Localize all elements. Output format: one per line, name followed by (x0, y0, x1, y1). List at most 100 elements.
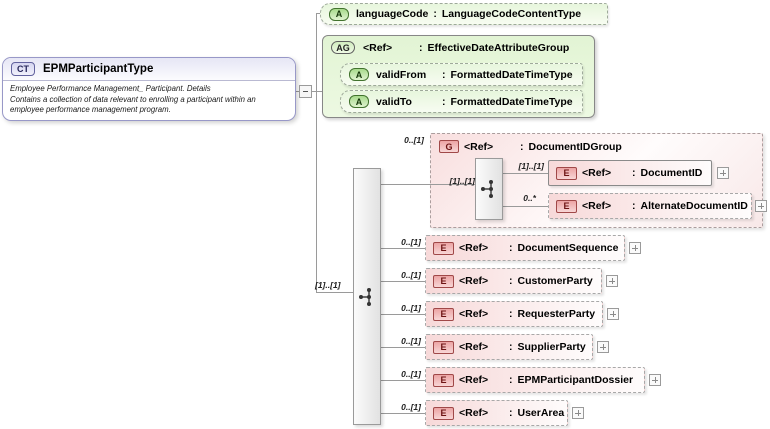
cardinality-label: 0..* (523, 193, 536, 203)
connector-line (381, 314, 425, 315)
complex-type-epmparticipanttype[interactable]: CT EPMParticipantType Employee Performan… (2, 57, 296, 121)
element-badge: E (556, 166, 577, 180)
connector-line (381, 248, 425, 249)
element-badge: E (433, 307, 454, 321)
cardinality-label: 0..[1] (401, 270, 421, 280)
separator: : (509, 275, 513, 287)
element-alternatedocumentid[interactable]: E <Ref> : AlternateDocumentID (548, 193, 752, 219)
attribute-badge: A (349, 95, 369, 108)
element-userarea[interactable]: E <Ref> : UserArea (425, 400, 568, 426)
expand-icon[interactable] (607, 308, 619, 320)
connector-line (316, 13, 321, 14)
separator: : (509, 308, 513, 320)
element-name: RequesterParty (517, 308, 596, 320)
description-line: Employee Performance Management_ Partici… (10, 84, 211, 93)
element-name: AlternateDocumentID (640, 200, 748, 212)
attribute-group-name: EffectiveDateAttributeGroup (427, 41, 570, 54)
element-name: SupplierParty (517, 341, 586, 353)
element-requesterparty[interactable]: E <Ref> : RequesterParty (425, 301, 603, 327)
sequence-compositor[interactable] (353, 168, 381, 425)
cardinality-label: 0..[1] (404, 135, 424, 145)
attribute-validfrom[interactable]: A validFrom : FormattedDateTimeType (340, 63, 583, 86)
separator: : (509, 242, 513, 254)
attribute-badge: A (329, 7, 349, 21)
element-epmparticipantdossier[interactable]: E <Ref> : EPMParticipantDossier (425, 367, 645, 393)
separator: : (632, 167, 636, 179)
separator: : (442, 95, 446, 108)
separator: : (509, 407, 513, 419)
expand-icon[interactable] (572, 407, 584, 419)
attribute-group-ref: <Ref> (363, 41, 393, 54)
expand-icon[interactable] (755, 200, 767, 212)
connector-line (503, 206, 548, 207)
connector-line (381, 380, 425, 381)
description-line: Contains a collection of data relevant t… (10, 94, 256, 104)
element-ref: <Ref> (459, 407, 489, 419)
element-ref: <Ref> (459, 308, 489, 320)
sequence-compositor[interactable] (475, 158, 503, 220)
expand-icon[interactable] (629, 242, 641, 254)
element-customerparty[interactable]: E <Ref> : CustomerParty (425, 268, 602, 294)
attribute-type: FormattedDateTimeType (450, 95, 573, 108)
attribute-validto[interactable]: A validTo : FormattedDateTimeType (340, 90, 583, 113)
complex-type-header: CT EPMParticipantType (3, 58, 295, 81)
cardinality-label: [1]..[1] (449, 176, 476, 186)
element-ref: <Ref> (582, 167, 612, 179)
attribute-name: validTo (376, 95, 412, 108)
element-badge: E (433, 274, 454, 288)
sequence-icon (359, 287, 371, 306)
cardinality-label: [1]..[1] (518, 161, 545, 171)
element-name: DocumentSequence (517, 242, 619, 254)
expand-icon[interactable] (649, 374, 661, 386)
element-ref: <Ref> (459, 242, 489, 254)
element-ref: <Ref> (459, 275, 489, 287)
sequence-icon (481, 180, 493, 198)
attribute-type: LanguageCodeContentType (441, 8, 582, 20)
cardinality-label: 0..[1] (401, 402, 421, 412)
attribute-group-header: AG <Ref> : EffectiveDateAttributeGroup (323, 36, 594, 54)
cardinality-label: [1]..[1] (315, 280, 341, 290)
element-badge: E (433, 241, 454, 255)
element-documentsequence[interactable]: E <Ref> : DocumentSequence (425, 235, 625, 261)
expand-icon[interactable] (597, 341, 609, 353)
connector-line (381, 281, 425, 282)
element-documentid[interactable]: E <Ref> : DocumentID (548, 160, 712, 186)
element-name: UserArea (517, 407, 565, 419)
element-ref: <Ref> (459, 374, 489, 386)
attribute-group-badge: AG (331, 41, 355, 54)
attribute-languagecode[interactable]: A languageCode : LanguageCodeContentType (320, 3, 608, 25)
expand-icon[interactable] (717, 167, 729, 179)
cardinality-label: 0..[1] (401, 237, 421, 247)
attribute-badge: A (349, 68, 369, 81)
element-name: EPMParticipantDossier (517, 374, 634, 386)
collapse-icon[interactable] (299, 85, 312, 98)
group-badge: G (439, 140, 459, 153)
connector-line (316, 292, 353, 293)
separator: : (419, 41, 423, 54)
connector-line (381, 184, 475, 185)
group-header: G <Ref> : DocumentIDGroup (431, 134, 762, 153)
separator: : (632, 200, 636, 212)
expand-icon[interactable] (606, 275, 618, 287)
element-badge: E (556, 199, 577, 213)
connector-line (381, 413, 425, 414)
element-ref: <Ref> (459, 341, 489, 353)
complex-type-badge: CT (11, 62, 35, 76)
separator: : (520, 140, 524, 153)
element-supplierparty[interactable]: E <Ref> : SupplierParty (425, 334, 593, 360)
element-ref: <Ref> (582, 200, 612, 212)
description-line: employee performance management program. (10, 105, 171, 115)
cardinality-label: 0..[1] (401, 303, 421, 313)
cardinality-label: 0..[1] (401, 336, 421, 346)
attribute-name: validFrom (376, 68, 427, 81)
element-name: DocumentID (640, 167, 703, 179)
group-ref: <Ref> (464, 140, 494, 153)
attribute-name: languageCode (356, 8, 429, 20)
complex-type-description: Employee Performance Management_ Partici… (3, 81, 295, 119)
attribute-type: FormattedDateTimeType (450, 68, 573, 81)
element-badge: E (433, 373, 454, 387)
element-badge: E (433, 406, 454, 420)
complex-type-title: EPMParticipantType (43, 63, 154, 75)
element-badge: E (433, 340, 454, 354)
